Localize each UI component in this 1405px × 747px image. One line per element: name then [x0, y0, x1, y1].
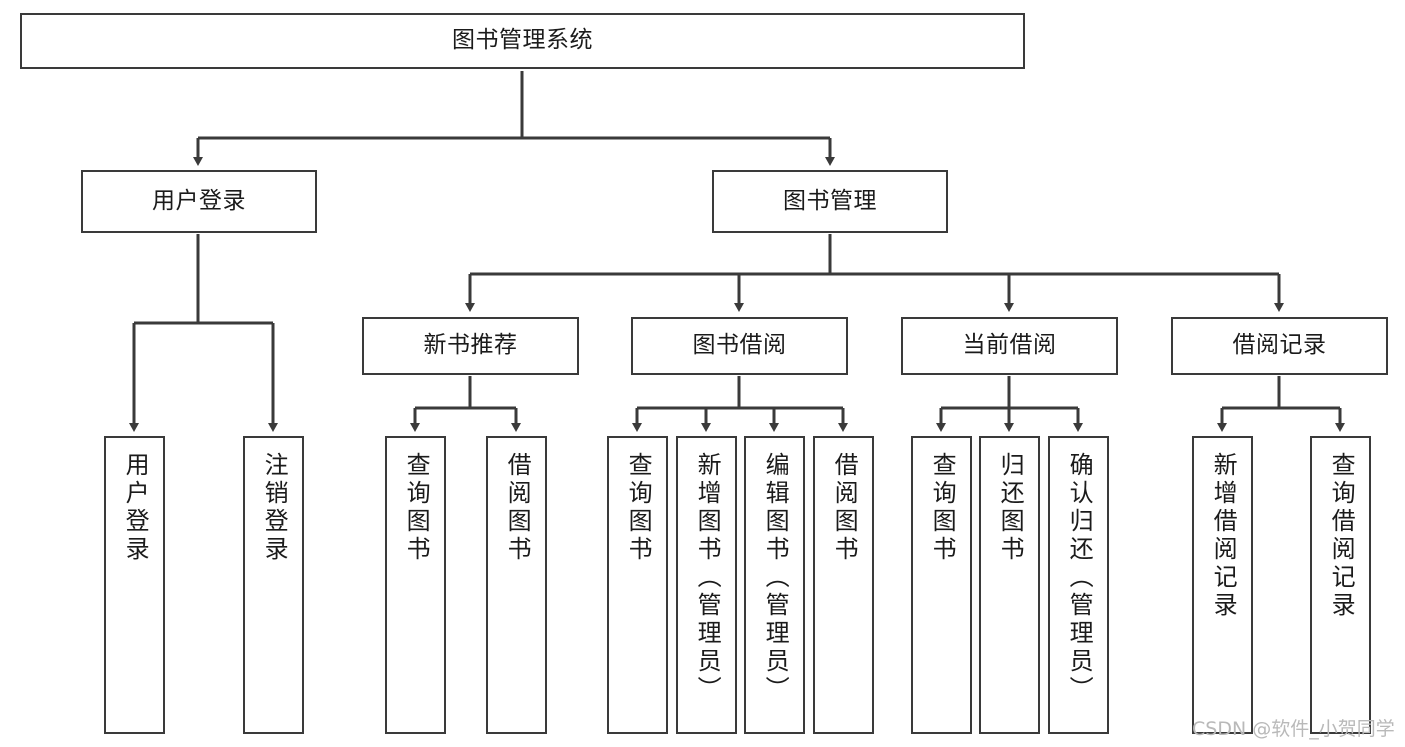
leaf-user-login-logout[interactable]: 注销登录	[243, 436, 304, 734]
node-label: 借阅图书	[830, 452, 859, 564]
csdn-watermark: CSDN @软件_小贺同学	[1192, 718, 1395, 740]
node-label: 图书借阅	[692, 332, 787, 359]
node-label: 新增借阅记录	[1209, 452, 1238, 620]
leaf-borrow-edit-book-admin[interactable]: 编辑图书（管理员）	[744, 436, 805, 734]
node-new-book-recommendation[interactable]: 新书推荐	[362, 317, 579, 375]
leaf-current-confirm-return-admin[interactable]: 确认归还（管理员）	[1048, 436, 1109, 734]
node-label: 借阅记录	[1232, 332, 1327, 359]
leaf-record-add-borrow-record[interactable]: 新增借阅记录	[1192, 436, 1253, 734]
node-current-borrowing[interactable]: 当前借阅	[901, 317, 1118, 375]
node-book-management[interactable]: 图书管理	[712, 170, 948, 233]
leaf-current-query-books[interactable]: 查询图书	[911, 436, 972, 734]
leaf-borrow-query-books[interactable]: 查询图书	[607, 436, 668, 734]
leaf-new-book-query-books[interactable]: 查询图书	[385, 436, 446, 734]
node-label: 图书管理系统	[452, 27, 593, 54]
node-label: 新增图书（管理员）	[693, 452, 722, 704]
node-label: 查询图书	[402, 452, 431, 564]
node-label: 查询借阅记录	[1327, 452, 1356, 620]
node-label: 新书推荐	[423, 332, 518, 359]
node-label: 图书管理	[783, 187, 877, 214]
node-label: 借阅图书	[503, 452, 532, 564]
leaf-borrow-add-book-admin[interactable]: 新增图书（管理员）	[676, 436, 737, 734]
leaf-new-book-borrow-books[interactable]: 借阅图书	[486, 436, 547, 734]
node-label: 编辑图书（管理员）	[761, 452, 790, 704]
node-borrowing-records[interactable]: 借阅记录	[1171, 317, 1388, 375]
node-label: 确认归还（管理员）	[1065, 452, 1094, 704]
leaf-borrow-borrow-books[interactable]: 借阅图书	[813, 436, 874, 734]
node-book-borrowing[interactable]: 图书借阅	[631, 317, 848, 375]
node-label: 注销登录	[260, 452, 289, 564]
node-label: 用户登录	[121, 452, 150, 564]
node-user-login[interactable]: 用户登录	[81, 170, 317, 233]
node-label: 当前借阅	[962, 332, 1057, 359]
node-label: 查询图书	[624, 452, 653, 564]
node-label: 查询图书	[928, 452, 957, 564]
node-root-book-management-system[interactable]: 图书管理系统	[20, 13, 1025, 69]
leaf-current-return-books[interactable]: 归还图书	[979, 436, 1040, 734]
node-label: 用户登录	[152, 187, 246, 214]
leaf-user-login-login[interactable]: 用户登录	[104, 436, 165, 734]
node-label: 归还图书	[996, 452, 1025, 564]
leaf-record-query-borrow-record[interactable]: 查询借阅记录	[1310, 436, 1371, 734]
